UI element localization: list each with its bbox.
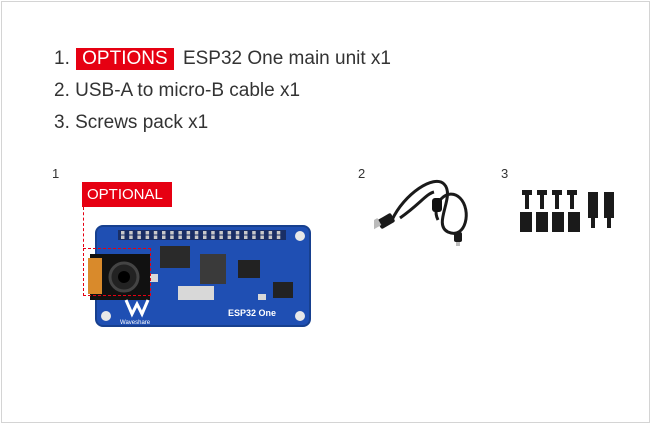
board-label-text: ESP32 One: [228, 308, 276, 318]
header-pin: [260, 235, 264, 239]
item-number-2: 2: [358, 166, 366, 181]
header-pin: [121, 231, 125, 235]
header-pin: [252, 235, 256, 239]
package-contents-list: 1. OPTIONS ESP32 One main unit x1 2. USB…: [54, 43, 391, 139]
header-pin: [211, 231, 215, 235]
header-pin: [162, 231, 166, 235]
header-pin: [268, 231, 273, 235]
header-pin: [145, 235, 150, 239]
esp32-one-board-image: Waveshare ESP32 One: [88, 225, 311, 327]
optional-camera-highlight: [83, 248, 151, 296]
list-item-text: 3. Screws pack x1: [54, 112, 209, 133]
header-pin: [219, 235, 223, 239]
header-pin: [129, 231, 133, 235]
header-pin: [170, 231, 174, 235]
header-pin: [186, 235, 191, 239]
header-pin: [129, 235, 133, 239]
header-pin: [153, 231, 158, 235]
header-pin: [227, 235, 232, 239]
screws-pack-image: [520, 190, 614, 232]
header-pin: [153, 235, 158, 239]
header-pin: [162, 235, 166, 239]
header-pin: [194, 235, 199, 239]
header-pin: [268, 235, 273, 239]
header-pin: [178, 235, 182, 239]
list-item-number: 1.: [54, 48, 70, 69]
list-item-cable: 2. USB-A to micro-B cable x1: [54, 75, 391, 107]
header-pin: [227, 231, 232, 235]
list-item-screws: 3. Screws pack x1: [54, 107, 391, 139]
header-pin: [178, 231, 182, 235]
header-pin: [137, 235, 141, 239]
item-number-1: 1: [52, 166, 60, 181]
header-pin: [145, 231, 150, 235]
header-pin: [194, 231, 199, 235]
usb-cable-image: [374, 180, 468, 246]
header-pin: [170, 235, 174, 239]
header-pin: [211, 235, 215, 239]
header-pin: [137, 231, 141, 235]
header-pin: [203, 235, 207, 239]
optional-callout: OPTIONAL: [82, 182, 172, 207]
board-brand-text: Waveshare: [120, 320, 151, 326]
optional-callout-line: [83, 207, 84, 247]
header-pin: [276, 235, 281, 239]
header-pin: [244, 231, 248, 235]
header-pin: [219, 231, 223, 235]
item-number-3: 3: [501, 166, 509, 181]
header-pin: [244, 235, 248, 239]
header-pin: [235, 235, 240, 239]
options-badge: OPTIONS: [76, 48, 174, 70]
header-pin: [235, 231, 240, 235]
header-pin: [260, 231, 264, 235]
list-item-text: ESP32 One main unit x1: [182, 48, 392, 69]
list-item-text: 2. USB-A to micro-B cable x1: [54, 80, 301, 101]
header-pin: [121, 235, 125, 239]
header-pin: [276, 231, 281, 235]
header-pin: [186, 231, 191, 235]
header-pin: [252, 231, 256, 235]
header-pin: [203, 231, 207, 235]
list-item-main-unit: 1. OPTIONS ESP32 One main unit x1: [54, 43, 391, 75]
